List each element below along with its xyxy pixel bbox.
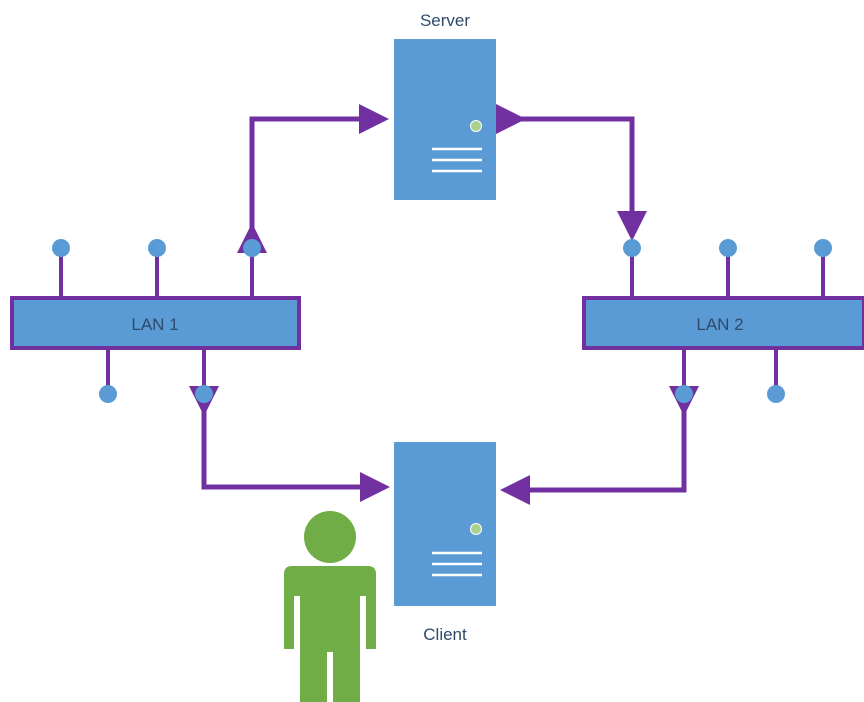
link-server-lan2 <box>496 104 647 242</box>
client-tower-icon <box>394 442 496 606</box>
lan2-node <box>767 385 785 403</box>
link-lan2-client <box>499 386 699 505</box>
server-label: Server <box>420 11 470 30</box>
lan2-node <box>719 239 737 257</box>
lan1-node <box>148 239 166 257</box>
person-icon <box>284 511 376 702</box>
lan1-label: LAN 1 <box>131 315 178 334</box>
lan2-segment: LAN 2 <box>582 296 864 350</box>
lan1-node <box>243 239 261 257</box>
lan1-node <box>99 385 117 403</box>
lan2-node <box>814 239 832 257</box>
lan1-node <box>195 385 213 403</box>
lan1-node <box>52 239 70 257</box>
lan2-node <box>675 385 693 403</box>
lan1-segment: LAN 1 <box>10 296 301 350</box>
client-label: Client <box>423 625 467 644</box>
server-tower-icon <box>394 39 496 200</box>
lan2-label: LAN 2 <box>696 315 743 334</box>
link-lan1-server <box>237 104 390 253</box>
link-lan1-client <box>189 386 391 502</box>
lan2-node <box>623 239 641 257</box>
